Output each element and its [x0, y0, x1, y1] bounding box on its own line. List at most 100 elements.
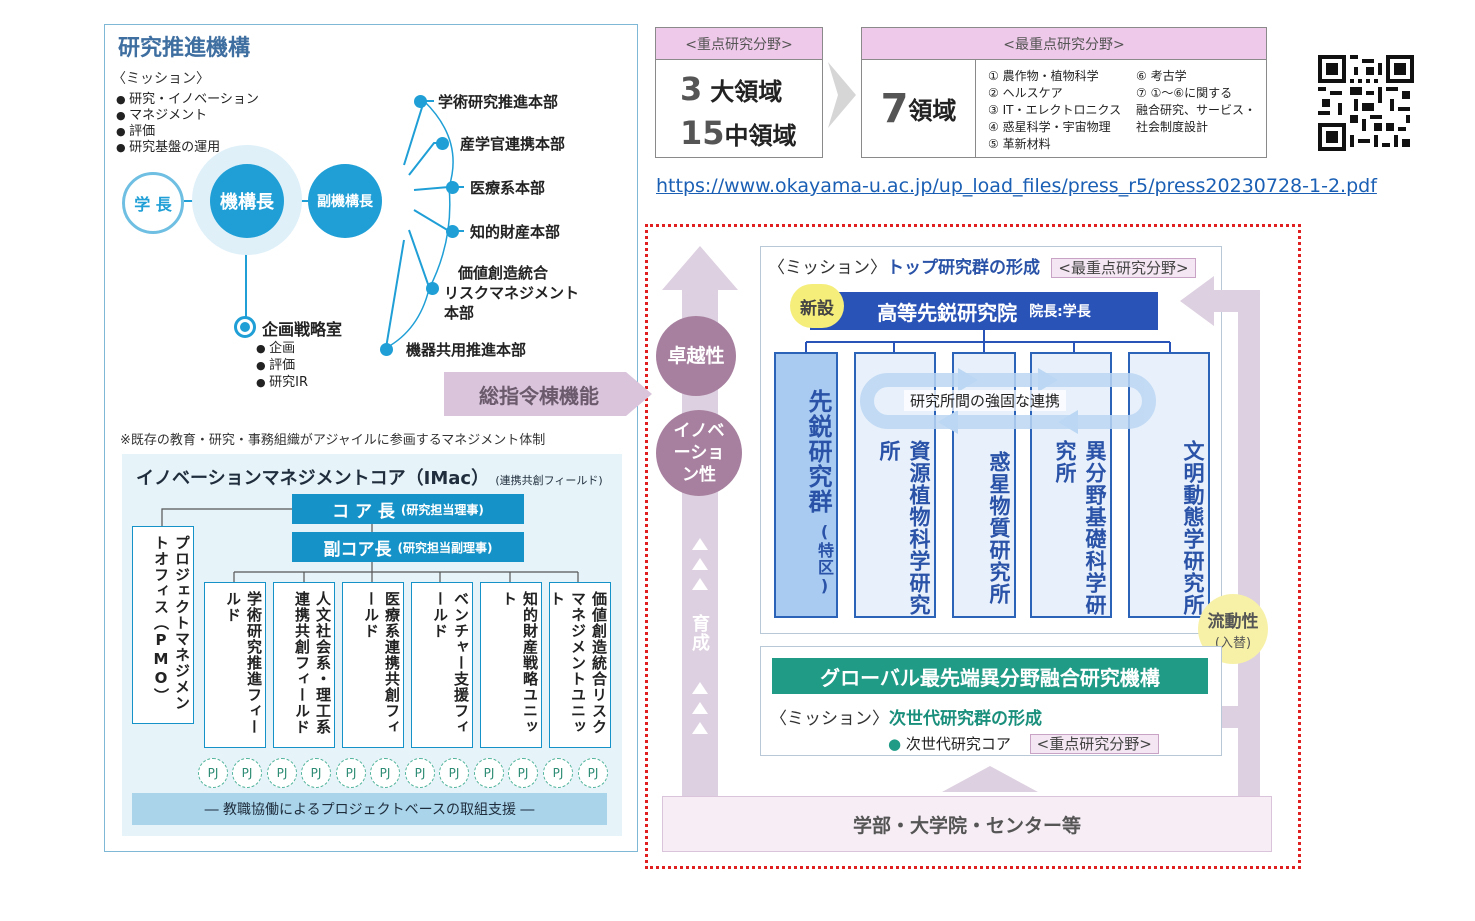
project-node: PJ: [267, 758, 297, 788]
branch-risk-line: 価値創造統合: [458, 264, 549, 282]
project-node: PJ: [474, 758, 504, 788]
new-badge: 新設: [790, 284, 844, 328]
mission-prefix: 〈ミッション〉: [768, 258, 887, 278]
command-function-label: 総指令棟機能: [479, 383, 599, 408]
next-gen-core: 次世代研究コア: [905, 735, 1011, 753]
top-field: ④ 惑星科学・宇宙物理: [988, 120, 1111, 134]
field-academic: 学術研究推進フィールド: [204, 582, 266, 748]
project-node: PJ: [508, 758, 538, 788]
imac-subtitle: (連携共創フィールド): [495, 474, 603, 487]
nurture-label: 育成: [689, 614, 710, 652]
fluidity-label: 流動性: [1207, 612, 1259, 632]
top-field: ② ヘルスケア: [988, 86, 1063, 100]
growth-arrow: [662, 246, 738, 830]
priority-tag: <重点研究分野>: [1029, 734, 1159, 754]
imac-title-text: イノベーションマネジメントコア（IMac）: [136, 468, 490, 489]
imac-title: イノベーションマネジメントコア（IMac） (連携共創フィールド): [136, 464, 603, 490]
project-support-bar: ― 教職協働によるプロジェクトベースの取組支援 ―: [132, 793, 607, 825]
field-risk-unit: 価値創造統合リスクマネジメントユニット: [548, 582, 611, 748]
top-field: 社会制度設計: [1136, 120, 1209, 134]
excellence-badge: 卓越性: [656, 316, 736, 396]
institute-bracket: [805, 330, 1171, 352]
global-org-banner: グローバル最先端異分野融合研究機構: [772, 658, 1208, 694]
core-head-bar: コ ア 長 (研究担当理事): [292, 494, 524, 524]
branch-industry: 産学官連携本部: [460, 135, 566, 153]
project-node: PJ: [543, 758, 573, 788]
project-node: PJ: [198, 758, 228, 788]
qr-code-icon[interactable]: [1318, 55, 1414, 151]
mission-list: 研究・イノベーション マネジメント 評価 研究基盤の運用: [116, 92, 259, 156]
field-humanities-science: 人文社会系・理工系連携共創フィールド: [273, 582, 335, 748]
next-core-line: ● 次世代研究コア <重点研究分野>: [888, 733, 1159, 754]
planning-item: 研究IR: [256, 374, 308, 391]
branch-ip: 知的財産本部: [470, 223, 561, 241]
top-priority-tag: <最重点研究分野>: [1051, 258, 1196, 278]
project-node: PJ: [370, 758, 400, 788]
core-head-role: (研究担当理事): [400, 502, 484, 517]
branch-dot: [414, 95, 427, 108]
priority-fields-header: <重点研究分野>: [656, 28, 822, 60]
mission-next-line: 〈ミッション〉次世代研究群の形成: [770, 704, 1042, 729]
top-fields-col1: ① 農作物・植物科学 ② ヘルスケア ③ IT・エレクトロニクス ④ 惑星科学・…: [976, 60, 1126, 157]
mission-item: マネジメント: [116, 108, 259, 124]
fluidity-sub: (入替): [1214, 636, 1252, 651]
branch-academic: 学術研究推進本部: [438, 93, 559, 111]
branch-dot: [380, 343, 393, 356]
branch-dot: [446, 225, 459, 238]
project-node: PJ: [405, 758, 435, 788]
project-node: PJ: [439, 758, 469, 788]
priority-mid-label: 中領域: [724, 122, 797, 150]
field-ip-unit: 知的財産戦略ユニット: [480, 582, 542, 748]
top-priority-label: 領域: [908, 97, 957, 125]
institute-head: 院長:学長: [1029, 304, 1091, 320]
collaboration-loop-icon: [860, 368, 1156, 434]
imac-connector-lines: [161, 508, 579, 582]
management-note: ※既存の教育・研究・事務組織がアジャイルに参画するマネジメント体制: [120, 433, 546, 448]
arrow-right-icon: [828, 62, 856, 128]
top-field: ① 農作物・植物科学: [988, 69, 1099, 83]
vice-core-head-bar: 副コア長 (研究担当副理事): [292, 532, 524, 562]
branch-dot: [446, 181, 459, 194]
vice-core-head-role: (研究担当副理事): [397, 540, 493, 555]
faculties-bar: 学部・大学院・センター等: [662, 796, 1272, 852]
vice-director-node: 副機構長: [308, 164, 382, 238]
top-priority-header: <最重点研究分野>: [862, 28, 1266, 60]
top-field: ③ IT・エレクトロニクス: [988, 103, 1122, 117]
core-head: コ ア 長: [332, 501, 395, 522]
top-field: 融合研究、サービス・: [1136, 103, 1257, 117]
planning-office-marker: [234, 316, 256, 338]
planning-item: 評価: [256, 357, 308, 374]
project-node: PJ: [336, 758, 366, 788]
vice-core-head: 副コア長: [323, 539, 392, 560]
top-priority-count: 7: [880, 85, 909, 132]
highlight-frame: [645, 224, 1301, 869]
top-field: ⑦ ①～⑥に関する: [1136, 86, 1233, 100]
org-title: 研究推進機構: [118, 36, 251, 61]
press-release-link[interactable]: https://www.okayama-u.ac.jp/up_load_file…: [656, 175, 1377, 197]
mission-item: 評価: [116, 124, 259, 140]
mission-top: トップ研究群の形成: [887, 258, 1040, 278]
branch-dot: [426, 282, 439, 295]
planning-office: 企画戦略室: [262, 320, 343, 339]
mission-item: 研究基盤の運用: [116, 140, 259, 156]
branch-dot: [436, 137, 449, 150]
cluster-special-zone: (特区): [815, 521, 834, 596]
teal-dot-icon: ●: [888, 735, 902, 753]
director-node: 機構長: [210, 164, 284, 238]
priority-mid-count: 15: [680, 114, 725, 152]
innovation-badge: イノベーション性: [656, 410, 742, 496]
project-node: PJ: [578, 758, 608, 788]
mission-heading: 〈ミッション〉: [112, 71, 210, 87]
priority-large-label: 大領域: [710, 78, 783, 106]
triangle-up-icon: [942, 766, 1038, 792]
mission-prefix: 〈ミッション〉: [770, 709, 889, 729]
field-medical: 医療系連携共創フィールド: [342, 582, 404, 748]
president-node: 学 長: [122, 172, 184, 234]
branch-risk-line: 本部: [444, 304, 475, 322]
branch-medical: 医療系本部: [470, 179, 546, 197]
top-field: ⑥ 考古学: [1136, 69, 1187, 83]
